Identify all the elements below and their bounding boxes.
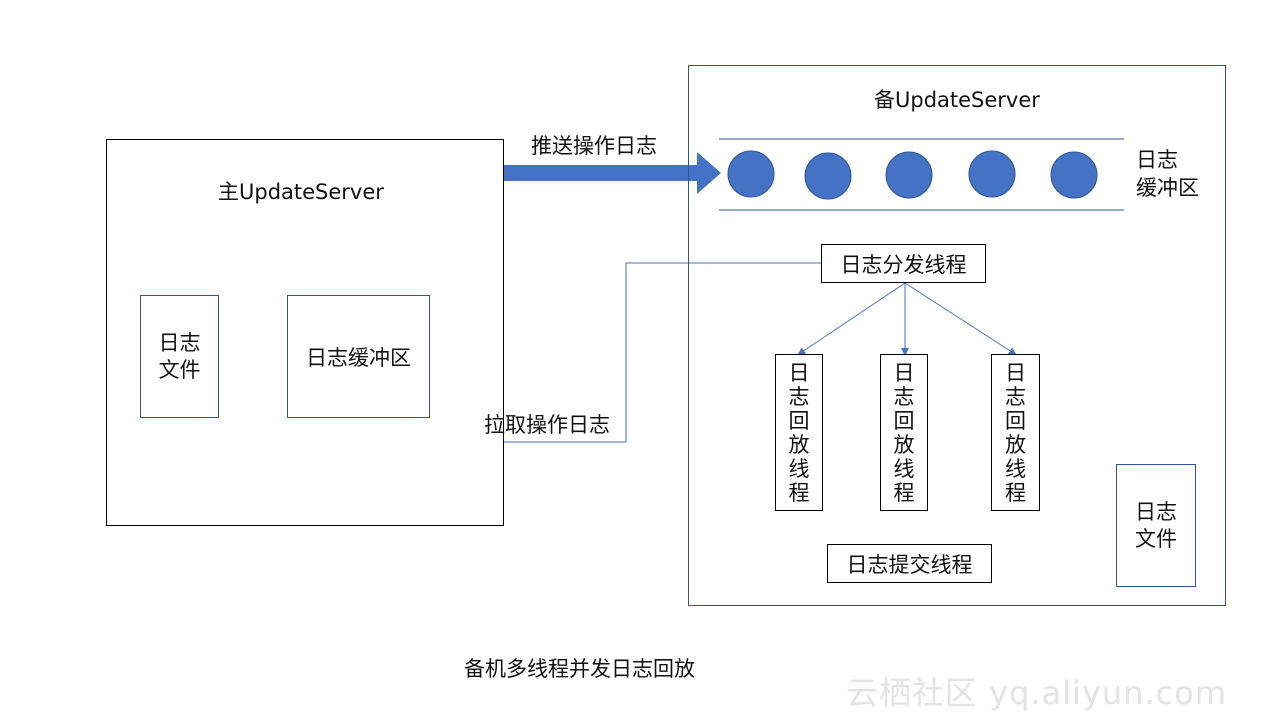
slave-log-file-label: 日志 文件 [1135, 499, 1177, 551]
slave-buffer-label: 日志 缓冲区 [1136, 148, 1199, 200]
diagram-caption: 备机多线程并发日志回放 [464, 657, 695, 681]
watermark: 云栖社区 yq.aliyun.com [846, 674, 1228, 712]
master-log-buffer: 日志缓冲区 [287, 295, 430, 418]
master-log-file: 日志 文件 [140, 295, 219, 418]
master-log-file-label: 日志 文件 [158, 330, 201, 382]
dispatch-thread-box: 日志分发线程 [821, 244, 986, 283]
dispatch-thread-label: 日志分发线程 [840, 252, 967, 277]
buffer-slot [968, 150, 1016, 198]
replay-thread-3-label: 日志回放线程 [1005, 360, 1026, 505]
buffer-slot [804, 152, 852, 200]
buffer-slot [885, 151, 933, 199]
dispatch-arrow-1 [797, 282, 906, 356]
replay-thread-2: 日志回放线程 [880, 354, 928, 511]
replay-thread-1: 日志回放线程 [775, 354, 823, 511]
commit-thread-box: 日志提交线程 [827, 544, 992, 583]
dispatch-arrow-3 [904, 282, 1017, 356]
buffer-slot [727, 150, 775, 198]
slave-server-title: 备UpdateServer [874, 88, 1040, 112]
master-server-title: 主UpdateServer [218, 180, 384, 204]
replay-thread-1-label: 日志回放线程 [788, 360, 810, 505]
slave-log-file: 日志 文件 [1116, 464, 1196, 587]
pull-label: 拉取操作日志 [484, 413, 610, 437]
master-log-buffer-label: 日志缓冲区 [306, 345, 411, 370]
commit-thread-label: 日志提交线程 [846, 552, 973, 577]
buffer-slot [1050, 151, 1098, 199]
push-arrow [503, 152, 721, 194]
slave-server-box [688, 65, 1226, 606]
replay-thread-3: 日志回放线程 [991, 354, 1040, 511]
push-label: 推送操作日志 [531, 134, 657, 158]
replay-thread-2-label: 日志回放线程 [893, 360, 915, 505]
